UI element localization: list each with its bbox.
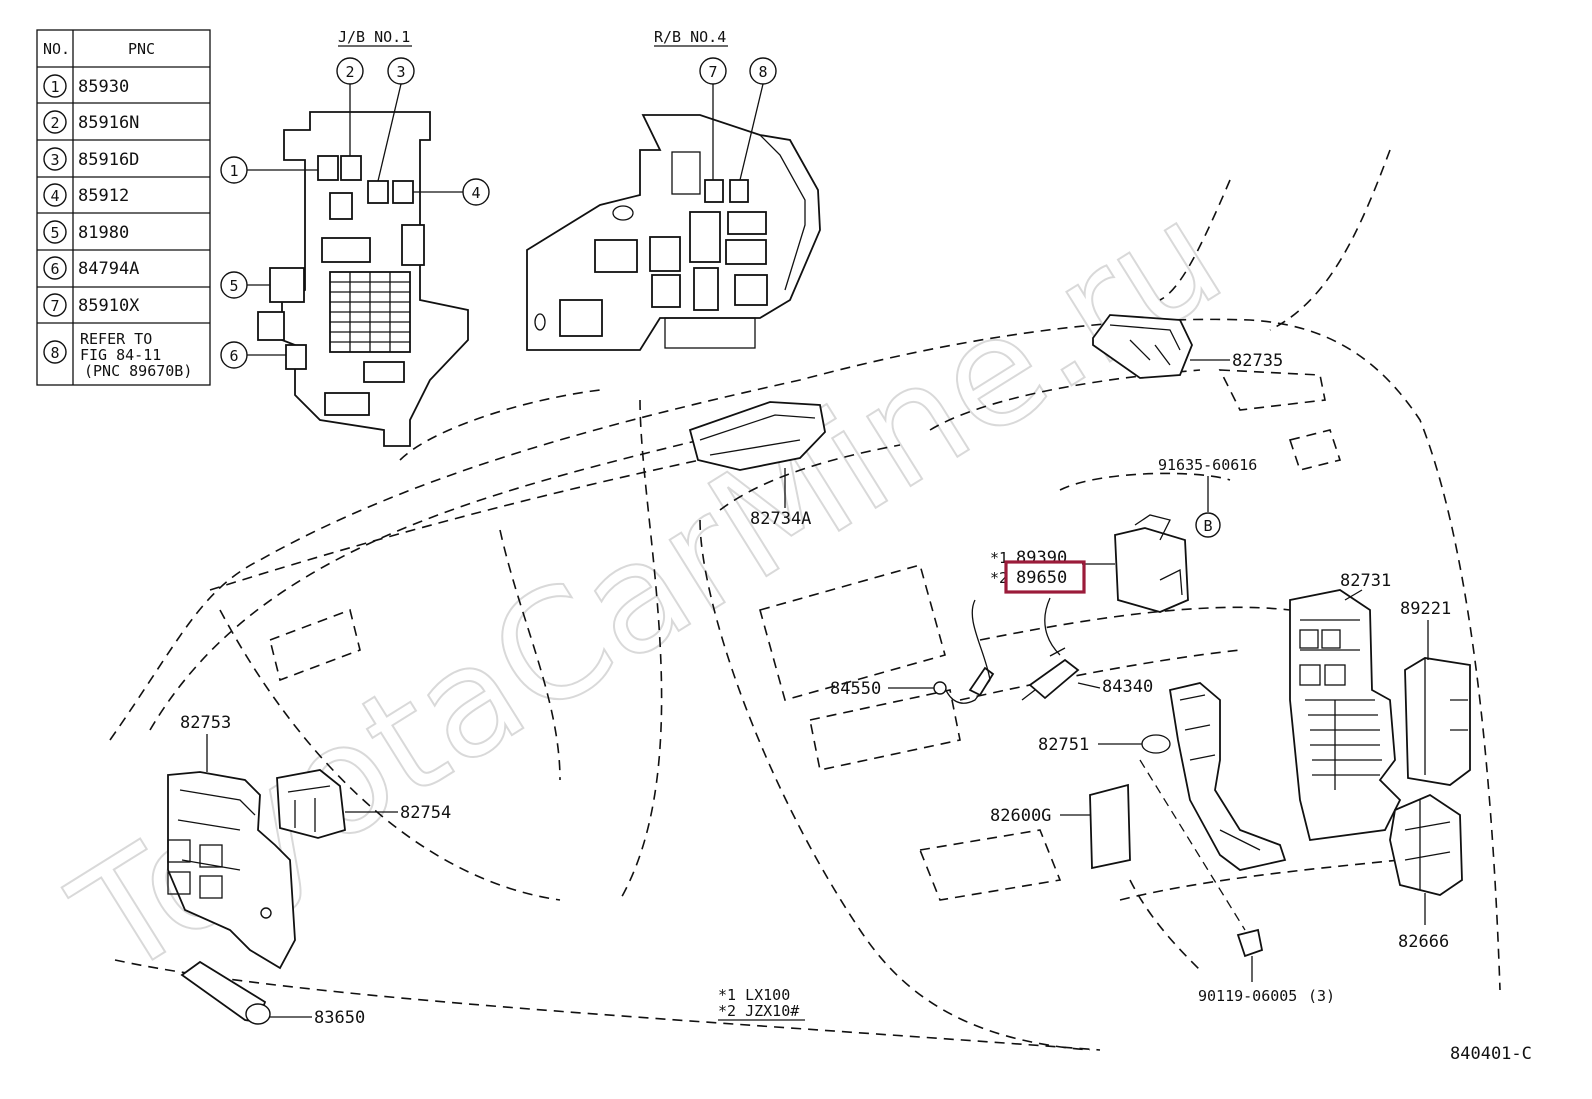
- jb-title: J/B NO.1: [338, 28, 410, 46]
- relay-block-inset: R/B NO.4 7 8: [526, 28, 821, 351]
- label-90119-qty: (3): [1308, 987, 1335, 1005]
- row-pnc: 85910X: [78, 296, 140, 316]
- label-84550: 84550: [830, 679, 881, 699]
- highlight-box: [1004, 560, 1086, 594]
- callout-1: 1: [229, 162, 238, 180]
- part-82731: 82731: [1289, 571, 1402, 841]
- note-jzx10: *2 JZX10#: [718, 1002, 799, 1020]
- part-82666: 82666: [1389, 793, 1463, 952]
- row-no: 7: [50, 297, 59, 315]
- row-no: 2: [50, 114, 59, 132]
- part-82734a: 82734A: [688, 401, 826, 529]
- part-84550: 84550: [830, 599, 995, 704]
- label-89221: 89221: [1400, 599, 1451, 619]
- table-row: 8 REFER TO FIG 84-11 (PNC 89670B): [43, 330, 192, 380]
- part-82754: 82754: [276, 769, 451, 839]
- label-82753: 82753: [180, 713, 231, 733]
- part-82735: 82735: [1092, 314, 1283, 379]
- callout-4: 4: [471, 184, 480, 202]
- part-83650: 83650: [180, 960, 365, 1028]
- row-no: 6: [50, 260, 59, 278]
- label-83650: 83650: [314, 1008, 365, 1028]
- label-90119: 90119-06005: [1198, 987, 1297, 1005]
- callout-7: 7: [708, 63, 717, 81]
- label-82731: 82731: [1340, 571, 1391, 591]
- table-row: 5 81980: [43, 220, 129, 244]
- label-82666: 82666: [1398, 932, 1449, 952]
- table-header-no: NO.: [43, 40, 70, 58]
- label-82754: 82754: [400, 803, 451, 823]
- label-84340: 84340: [1102, 677, 1153, 697]
- callout-6: 6: [229, 347, 238, 365]
- part-91635-60616: 91635-60616 B: [1158, 456, 1257, 538]
- label-82600g: 82600G: [990, 806, 1051, 826]
- label-91635: 91635-60616: [1158, 456, 1257, 474]
- footnotes: *1 LX100 *2 JZX10# 840401-C: [718, 986, 1532, 1064]
- table-row: 4 85912: [43, 183, 129, 207]
- callout-2: 2: [345, 63, 354, 81]
- row-pnc: 85912: [78, 186, 129, 206]
- row-pnc-line: REFER TO: [80, 330, 152, 348]
- mark-89390: *1: [990, 549, 1008, 567]
- note-lx100: *1 LX100: [718, 986, 790, 1004]
- row-pnc-line: FIG 84-11: [80, 346, 161, 364]
- row-pnc-line: (PNC 89670B): [84, 362, 192, 380]
- row-pnc: 85916D: [78, 150, 139, 170]
- label-82734a: 82734A: [750, 509, 811, 529]
- label-82735: 82735: [1232, 351, 1283, 371]
- figure-id: 840401-C: [1450, 1044, 1532, 1064]
- table-row: 1 85930: [43, 74, 129, 98]
- row-no: 3: [50, 151, 59, 169]
- mark-89650: *2: [990, 569, 1008, 587]
- dashboard-outline: [109, 149, 1501, 1051]
- callout-8: 8: [758, 63, 767, 81]
- part-82600g: 82600G: [990, 783, 1131, 870]
- row-no: 4: [50, 187, 59, 205]
- row-pnc: 81980: [78, 223, 129, 243]
- table-row: 6 84794A: [43, 256, 139, 280]
- row-pnc: 84794A: [78, 259, 139, 279]
- row-no: 1: [50, 78, 59, 96]
- part-89650-module: *1 89390 *2 89650: [990, 514, 1189, 613]
- part-84340: 84340: [1021, 597, 1153, 701]
- callout-5: 5: [229, 277, 238, 295]
- part-82751: 82751: [1038, 682, 1287, 871]
- part-82753: 82753: [167, 713, 296, 970]
- pnc-table: NO. PNC 1 85930 2 85916N 3 85916D 4 8591…: [36, 29, 211, 386]
- part-89221: 89221: [1400, 599, 1471, 786]
- row-pnc: 85930: [78, 77, 129, 97]
- table-header-pnc: PNC: [128, 40, 155, 58]
- table-row: 2 85916N: [43, 110, 139, 134]
- table-row: 7 85910X: [43, 293, 140, 317]
- table-row: 3 85916D: [43, 147, 139, 171]
- row-no: 5: [50, 224, 59, 242]
- callout-3: 3: [396, 63, 405, 81]
- part-90119-06005: 90119-06005 (3): [1139, 759, 1335, 1005]
- label-89390: 89390: [1016, 548, 1067, 568]
- rb-title: R/B NO.4: [654, 28, 726, 46]
- row-pnc: 85916N: [78, 113, 139, 133]
- junction-block-inset: J/B NO.1 1 2 3 4 5 6: [220, 28, 490, 447]
- row-no: 8: [50, 344, 59, 362]
- callout-b: B: [1203, 517, 1212, 535]
- label-82751: 82751: [1038, 735, 1089, 755]
- label-89650: 89650: [1016, 568, 1067, 588]
